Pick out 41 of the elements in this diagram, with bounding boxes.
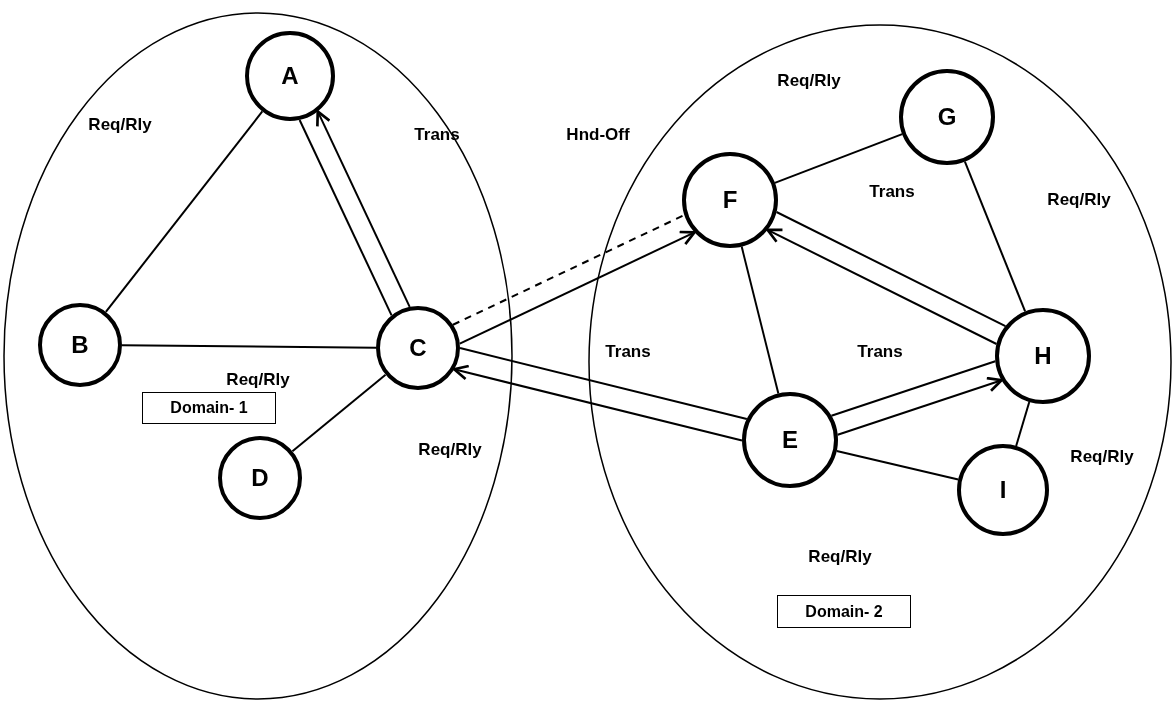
connector-line: [298, 118, 393, 317]
arrow: [458, 230, 696, 345]
connector-line: [740, 245, 780, 395]
connector-line: [775, 211, 1007, 328]
node-circle: A: [245, 31, 335, 121]
connector-line: [773, 133, 904, 184]
connector-line: [104, 110, 264, 313]
node-circle: I: [957, 444, 1049, 536]
node-circle: H: [995, 308, 1091, 404]
edge-label: Req/Rly: [777, 71, 841, 91]
node-circle: E: [742, 392, 838, 488]
node-circle: D: [218, 436, 302, 520]
edge-label: Req/Rly: [1047, 190, 1111, 210]
connector-line: [452, 214, 686, 326]
domain-label: Domain- 1: [142, 392, 276, 424]
text-label: Hnd-Off: [566, 125, 630, 145]
domain-label: Domain- 2: [777, 595, 911, 628]
edge-label: Req/Rly: [226, 370, 290, 390]
arrow: [316, 110, 411, 308]
connector-line: [459, 347, 748, 420]
domain-ellipse: [3, 12, 513, 700]
node-circle: C: [376, 306, 460, 390]
text-label: Trans: [857, 342, 903, 362]
connector-line: [835, 449, 960, 481]
arrow: [452, 364, 743, 442]
node-circle: F: [682, 152, 778, 248]
connector-line: [830, 360, 997, 417]
arrow: [836, 376, 1003, 436]
node-circle: G: [899, 69, 995, 165]
connector-line: [121, 344, 377, 349]
text-label: Trans: [869, 182, 915, 202]
text-label: Req/Rly: [808, 547, 872, 567]
connector-line: [291, 373, 387, 453]
text-label: Trans: [605, 342, 651, 362]
connector-line: [963, 160, 1027, 313]
edge-label: Req/Rly: [88, 115, 152, 135]
edge-label: Req/Rly: [418, 440, 482, 460]
arrow: [766, 228, 998, 345]
connector-line: [1015, 401, 1031, 447]
node-circle: B: [38, 303, 122, 387]
edge-label: Req/Rly: [1070, 447, 1134, 467]
